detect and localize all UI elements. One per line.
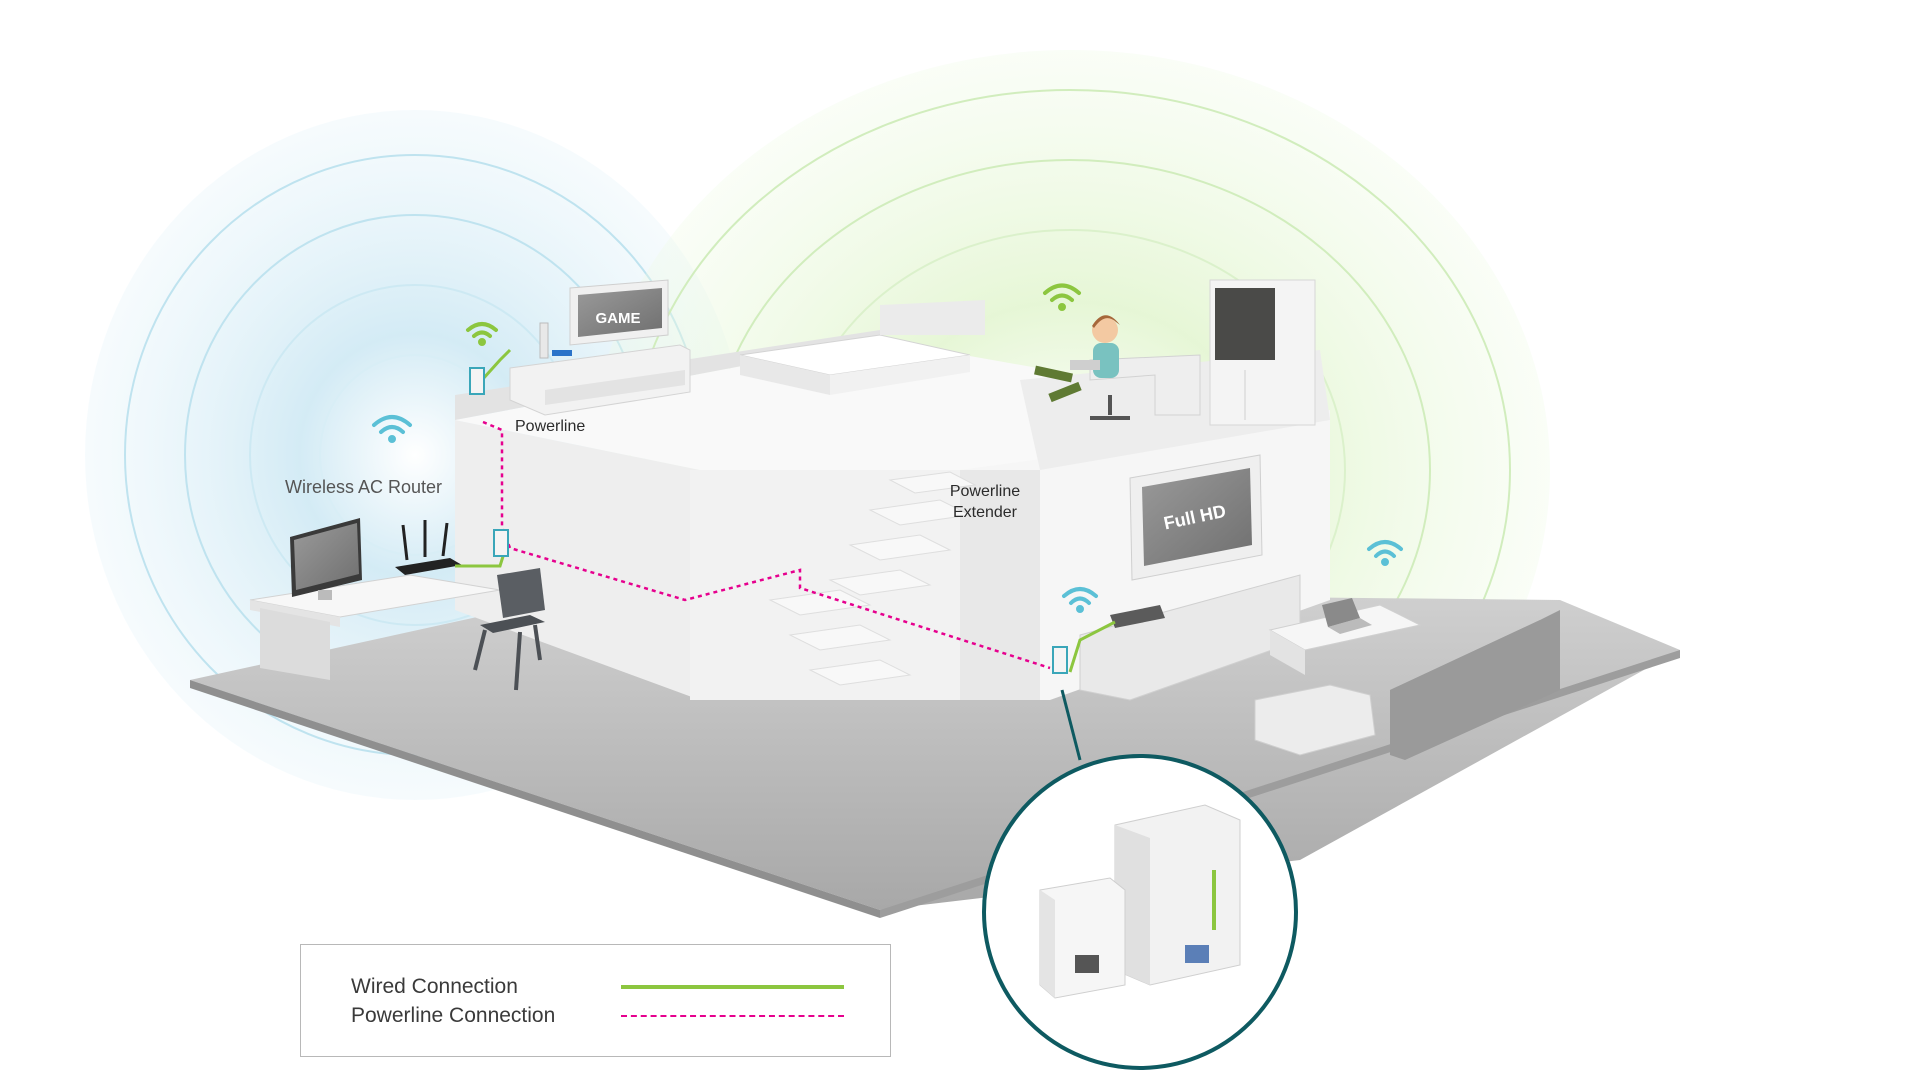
full-hd-tv: Full HD [1129,454,1263,581]
powerline-adapter-icon [469,367,1068,674]
wardrobe [1209,279,1316,426]
office-desk [249,574,501,680]
laptop-icon [1322,598,1372,634]
extender-label-line1: Powerline [949,483,1021,500]
legend-powerline-swatch [621,1015,844,1017]
legend-powerline-label: Powerline Connection [351,1004,556,1027]
router-icon [395,520,462,575]
sofa [1254,610,1560,760]
tv-cabinet-upstairs [509,322,691,416]
extender-label: Powerline Extender [930,481,1040,523]
monitor-icon [290,518,362,600]
bed [739,300,985,395]
game-tv: GAME [569,279,669,346]
game-screen-text: GAME [596,310,641,327]
adapter-zoom-callout [982,689,1298,1070]
tv-stand [1079,574,1301,701]
powerline-label: Powerline [515,418,586,435]
person-icon [1034,315,1130,420]
legend-wired-label: Wired Connection [351,975,518,998]
chair-icon [473,568,545,691]
legend-wired-swatch [621,985,844,989]
extender-label-line2: Extender [952,504,1018,521]
staircase [768,471,977,686]
powerline-connections [482,420,1051,670]
wifi-icon [372,283,1403,613]
legend: Wired Connection Powerline Connection [300,944,891,1057]
router-label: Wireless AC Router [285,477,443,497]
